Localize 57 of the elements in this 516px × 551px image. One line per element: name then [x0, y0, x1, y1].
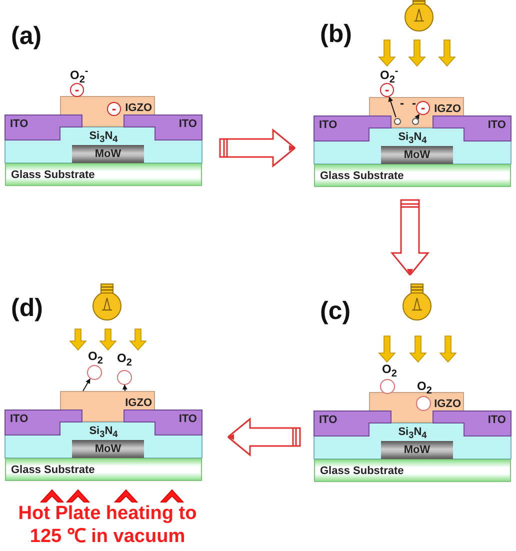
- heating-caption: Hot Plate heating to 125 ℃ in vacuum: [17, 502, 198, 548]
- layer-label: IGZO: [434, 103, 461, 115]
- layer-label: ITO: [178, 118, 197, 130]
- panel-label: (d): [11, 294, 43, 323]
- glass-substrate: [5, 458, 202, 481]
- arrow: [414, 114, 420, 120]
- oxygen-circle: [380, 378, 394, 394]
- glass-substrate: [314, 164, 511, 187]
- layer-label: Glass Substrate: [320, 170, 404, 182]
- layer-label: Si$_{3}$N$_{4}$: [397, 426, 428, 442]
- hole-circle: [412, 118, 418, 124]
- molecule-label: O$_{2}$: [382, 363, 397, 380]
- hole-circle: [394, 118, 400, 124]
- layer-label: Glass Substrate: [11, 169, 95, 181]
- layer-label: Glass Substrate: [320, 465, 404, 477]
- layer-label: ITO: [488, 414, 506, 426]
- layer-label: MoW: [94, 443, 122, 455]
- mow-gate: [381, 441, 453, 459]
- ito-electrode: [433, 116, 511, 141]
- electron-circle: -: [416, 101, 430, 115]
- ito-electrode: [124, 115, 202, 140]
- mow-gate: [72, 440, 144, 458]
- layer-label: ITO: [178, 413, 197, 425]
- electron-circle: -: [107, 102, 121, 116]
- layer-label: Si$_{3}$N$_{4}$: [397, 131, 428, 146]
- layer-label: Glass Substrate: [11, 464, 95, 476]
- panel-label: (b): [320, 20, 352, 49]
- oxygen-circle: [416, 396, 430, 410]
- layer-label: MoW: [402, 444, 432, 456]
- layer-label: IGZO: [434, 398, 461, 410]
- layer-label: ITO: [488, 119, 506, 131]
- layer-label: MoW: [94, 148, 122, 160]
- electron-mark: -: [400, 97, 404, 110]
- panel-label: (c): [320, 297, 351, 326]
- ito-electrode: [433, 411, 511, 436]
- electron-mark: -: [412, 97, 416, 110]
- arrow: [122, 384, 128, 392]
- electron-circle: -: [70, 83, 84, 97]
- ito-electrode: [124, 410, 202, 435]
- layer-label: MoW: [402, 149, 432, 161]
- oxygen-circle: [116, 370, 132, 384]
- layer-label: IGZO: [125, 102, 152, 114]
- glass-substrate: [314, 459, 511, 482]
- layer-label: Si$_{3}$N$_{4}$: [88, 425, 119, 440]
- molecule-label: O$_{2}$: [117, 352, 132, 370]
- molecule-label: O$_{2}$: [417, 380, 432, 398]
- panel-label: (a): [11, 22, 42, 51]
- oxygen-circle: [86, 364, 102, 380]
- mow-gate: [381, 146, 453, 164]
- glass-substrate: [5, 163, 202, 186]
- layer-label: Si$_{3}$N$_{4}$: [88, 130, 119, 146]
- electron-circle: -: [380, 83, 394, 97]
- mow-gate: [72, 145, 144, 163]
- arrow: [82, 378, 90, 392]
- molecule-label: O$_{2}$: [88, 350, 103, 368]
- layer-label: IGZO: [125, 397, 152, 409]
- arrow: [388, 96, 396, 118]
